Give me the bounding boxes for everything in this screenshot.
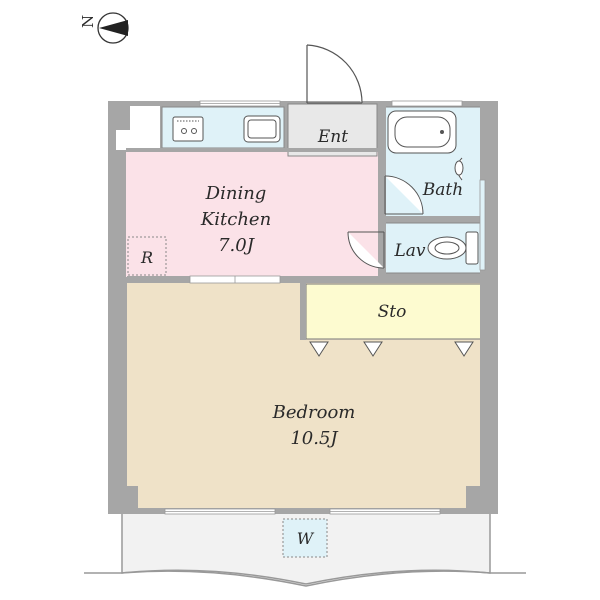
column-top-right — [480, 101, 498, 129]
bath-label: Bath — [422, 180, 463, 200]
closet-door-markers — [309, 341, 474, 357]
washer-space — [282, 518, 328, 558]
washer-label: W — [297, 529, 315, 548]
dining-kitchen-size: 7.0J — [218, 235, 256, 256]
wall-wet-area-left — [378, 101, 386, 281]
wall-left-upper — [108, 101, 116, 156]
entrance — [287, 103, 378, 157]
wall-bottom — [108, 508, 498, 514]
compass-arrow-icon — [99, 20, 128, 36]
refrigerator-space — [127, 236, 167, 276]
lav-label: Lav — [393, 241, 425, 261]
compass: N — [79, 12, 129, 44]
dining-kitchen-label-line2: Kitchen — [200, 209, 271, 230]
storage-label: Sto — [378, 302, 407, 322]
bedroom-size: 10.5J — [290, 428, 339, 449]
entrance-label: Ent — [317, 127, 348, 147]
wall-storage-left — [300, 280, 306, 340]
column-bottom-right — [466, 486, 498, 514]
bedroom-label: Bedroom — [272, 402, 356, 423]
window-kitchen — [199, 100, 281, 107]
dining-kitchen-label-line1: Dining — [205, 183, 267, 204]
stove-icon — [172, 116, 204, 142]
entrance-door — [306, 44, 363, 104]
refrigerator-label: R — [140, 248, 153, 267]
bedroom-door-opening — [189, 275, 281, 284]
window-bedroom-left — [164, 508, 276, 515]
toilet-icon — [427, 231, 479, 265]
wall-bath-lav — [382, 216, 486, 222]
wall-left — [108, 150, 126, 512]
balcony-rail-right — [305, 569, 526, 585]
column-bottom-left — [108, 486, 138, 514]
window-bath — [391, 100, 463, 107]
balcony-rail-left — [84, 569, 307, 585]
lav-door — [347, 231, 385, 269]
sink-icon — [243, 115, 281, 143]
compass-north-label: N — [79, 15, 97, 28]
wall-right — [480, 101, 498, 512]
wall-bedroom-top — [127, 276, 486, 283]
bath-door — [384, 175, 424, 215]
wall-kitchen-top — [126, 148, 384, 152]
bathtub-icon — [387, 110, 457, 154]
dining-kitchen — [126, 150, 382, 277]
window-right — [479, 179, 486, 271]
wash-basin-icon — [454, 157, 464, 181]
window-bedroom-right — [329, 508, 441, 515]
